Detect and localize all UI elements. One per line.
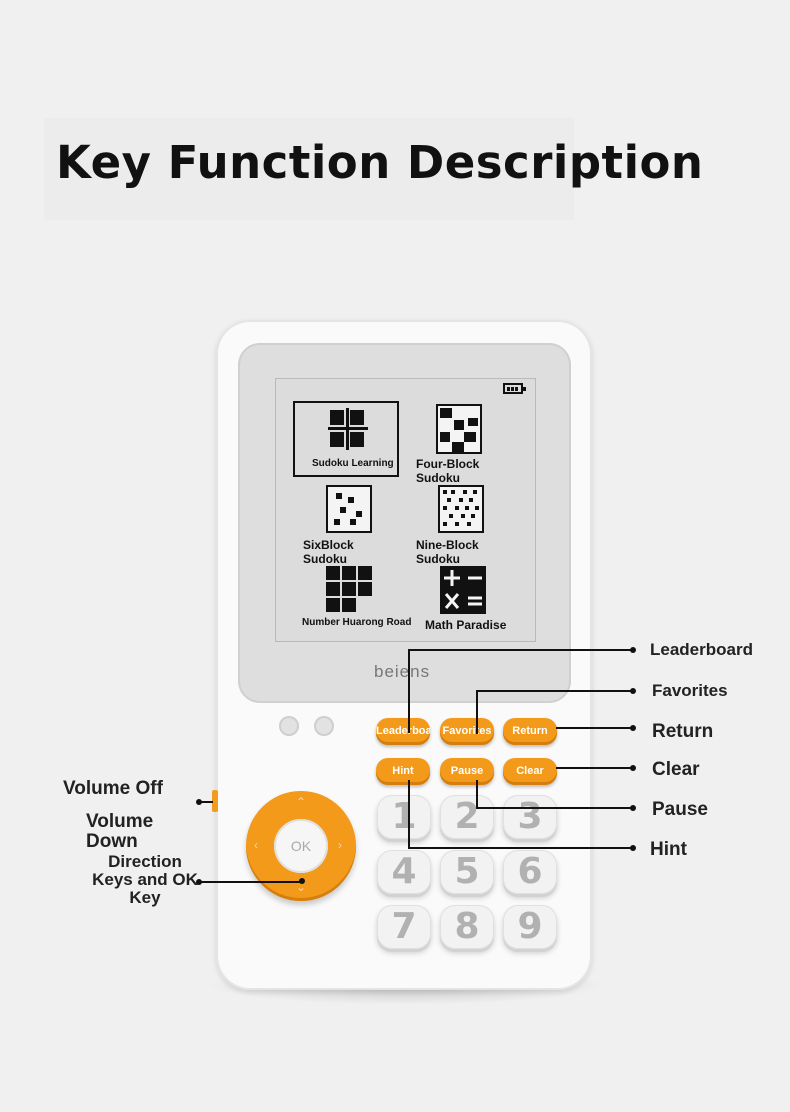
leader-line [476,780,478,808]
menu-label-huarong: Number Huarong Road [302,617,412,628]
round-button-right[interactable] [314,716,334,736]
menu-label-six-block: SixBlock Sudoku [303,538,354,566]
battery-icon [503,383,526,394]
return-button[interactable]: Return [503,718,557,745]
up-arrow-icon[interactable]: ⌃ [296,795,307,809]
callout-dot [299,878,305,884]
callout-favorites: Favorites [652,681,728,700]
six-block-grid-icon [326,485,372,533]
leader-line [476,690,478,734]
volume-side-button[interactable] [212,790,218,812]
key-2[interactable]: 2 [440,795,494,839]
key-4[interactable]: 4 [377,850,431,894]
callout-return: Return [652,721,714,742]
leader-line [476,690,634,692]
leader-line [199,881,303,883]
menu-label-nine-block: Nine-Block Sudoku [416,538,479,566]
leader-line [556,727,634,729]
leaderboard-button[interactable]: Leaderboard [376,718,430,745]
page-title: Key Function Description [56,136,704,189]
leader-line [408,649,410,733]
callout-direction-keys: Direction Keys and OK Key [92,852,198,907]
down-arrow-icon[interactable]: ⌄ [296,880,307,894]
leader-line [408,780,410,848]
title-band [44,118,574,220]
lcd-screen [275,378,536,642]
menu-item-six-block-sudoku[interactable]: SixBlock Sudoku [303,538,383,566]
callout-clear: Clear [652,759,700,780]
menu-item-number-huarong-road[interactable]: Number Huarong Road [302,617,412,628]
leader-line [199,801,213,803]
key-8[interactable]: 8 [440,905,494,949]
callout-hint: Hint [650,839,687,860]
callout-leaderboard: Leaderboard [650,640,753,659]
menu-item-math-paradise[interactable]: Math Paradise [425,618,507,632]
key-3[interactable]: 3 [503,795,557,839]
key-5[interactable]: 5 [440,850,494,894]
leader-line [408,847,634,849]
key-7[interactable]: 7 [377,905,431,949]
menu-item-sudoku-learning[interactable]: Sudoku Learning [312,458,394,469]
ok-button[interactable]: OK [274,819,328,873]
callout-volume-off: Volume Off [63,778,163,799]
left-arrow-icon[interactable]: ‹ [254,838,258,852]
round-button-left[interactable] [279,716,299,736]
six-block-pattern [334,493,362,525]
key-6[interactable]: 6 [503,850,557,894]
callout-volume-down: Volume Down [86,811,154,852]
pause-button[interactable]: Pause [440,758,494,785]
favorites-button[interactable]: Favorites [440,718,494,745]
leader-line [476,807,634,809]
key-1[interactable]: 1 [377,795,431,839]
leader-line [556,767,634,769]
cross-grid-icon [328,408,368,450]
huarong-grid-icon [326,566,372,612]
menu-label-four-block: Four-Block Sudoku [416,457,480,485]
menu-item-four-block-sudoku[interactable]: Four-Block Sudoku [416,457,506,485]
four-block-pattern [440,408,478,452]
right-arrow-icon[interactable]: › [338,838,342,852]
hint-button[interactable]: Hint [376,758,430,785]
menu-selection-frame [293,401,399,477]
math-symbols-glyphs [444,570,482,609]
key-9[interactable]: 9 [503,905,557,949]
brand-logo: beiens [374,662,431,681]
clear-button[interactable]: Clear [503,758,557,785]
callout-pause: Pause [652,799,708,820]
menu-item-nine-block-sudoku[interactable]: Nine-Block Sudoku [416,538,506,566]
nine-block-pattern [443,490,479,526]
leader-line [408,649,634,651]
